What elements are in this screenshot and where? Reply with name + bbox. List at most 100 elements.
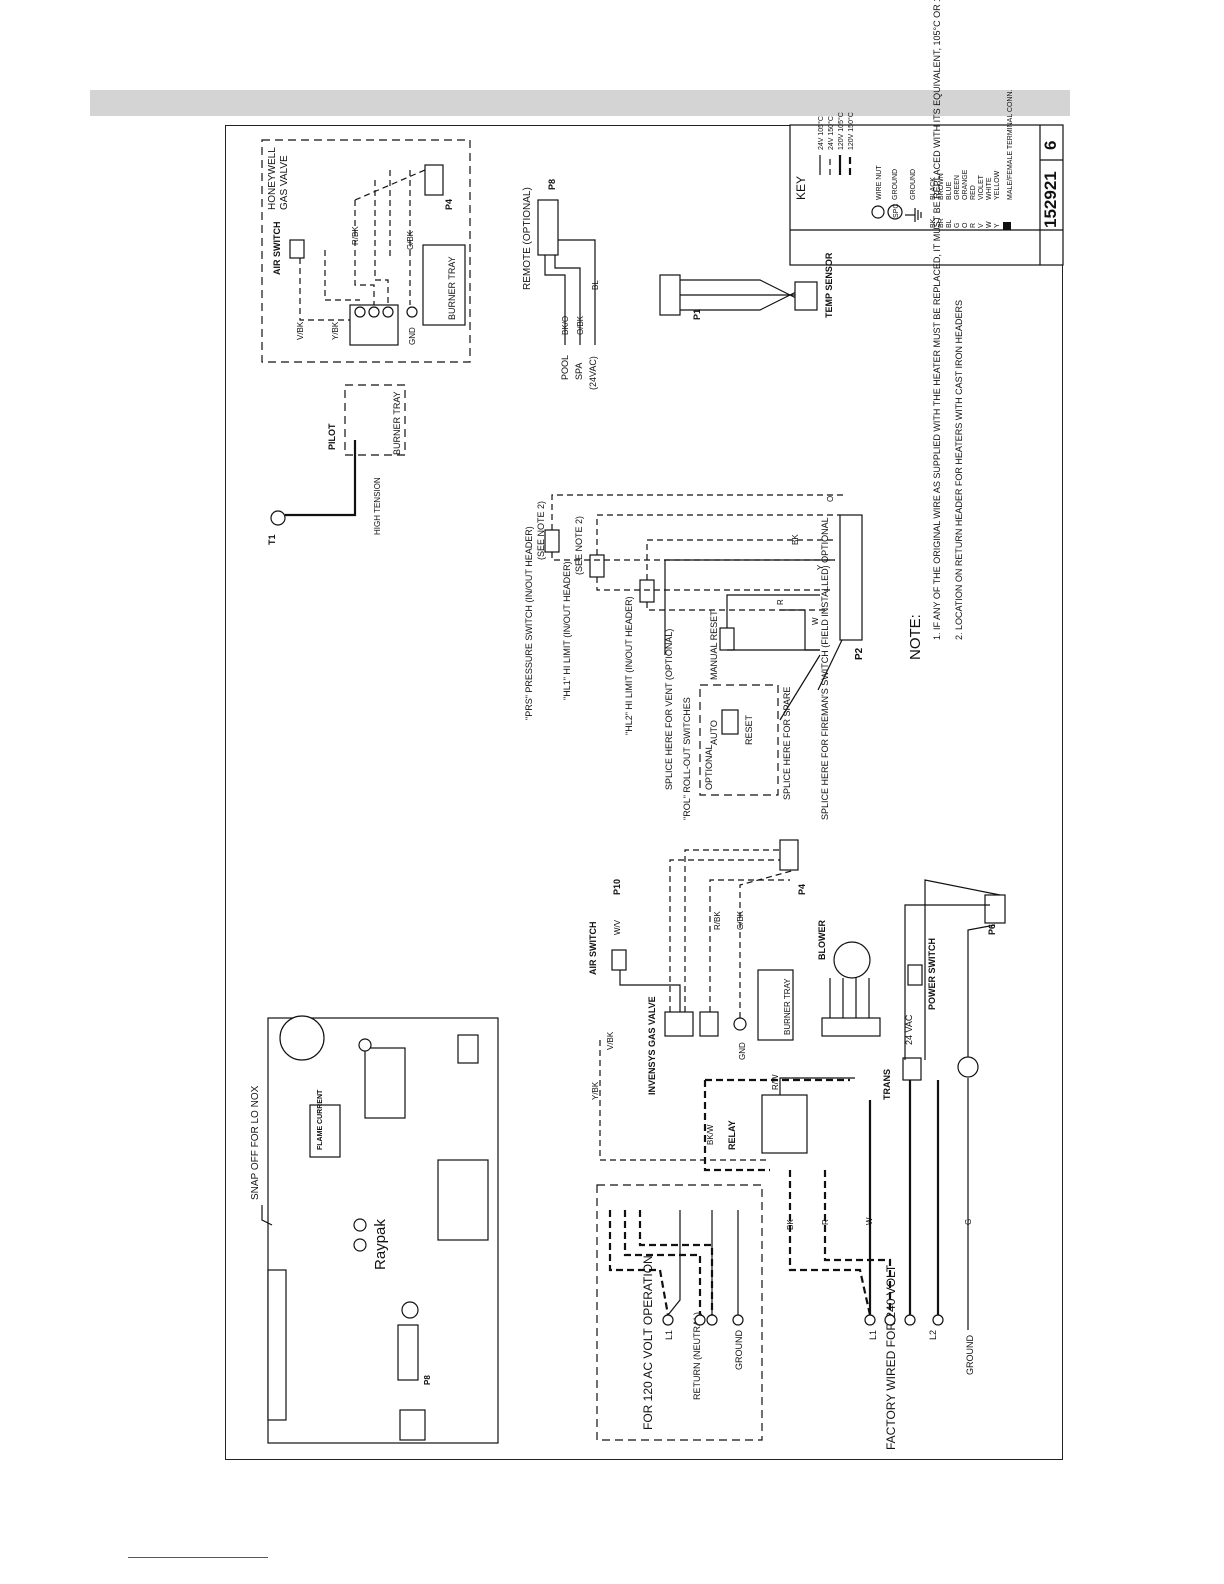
- invensys-label: INVENSYS GAS VALVE: [647, 996, 657, 1095]
- terminal-label: MALE/FEMALE TERMINAL CONN.: [1007, 89, 1014, 200]
- air-switch-mid-label: AIR SWITCH: [588, 922, 598, 976]
- board-transformer: [364, 1047, 406, 1119]
- high-tension-label: HIGH TENSION: [373, 477, 382, 535]
- l2-240: L2: [928, 1330, 938, 1340]
- raypak-logo: Raypak: [372, 1219, 389, 1270]
- pool-label: POOL: [560, 355, 570, 380]
- wire-nut-icon: [871, 205, 885, 219]
- snap-off-label: SNAP OFF FOR LO NOX: [250, 1085, 261, 1200]
- rol-label: "ROL" ROLL-OUT SWITCHES: [682, 697, 692, 820]
- relay: [761, 1094, 808, 1154]
- 120v-box: [596, 1184, 763, 1441]
- key-title: KEY: [794, 176, 808, 200]
- honeywell-title: HONEYWELL: [267, 147, 278, 210]
- color-name-v: VIOLET: [978, 174, 985, 200]
- wire-g-240: G: [964, 1219, 973, 1225]
- rol-auto: AUTO: [709, 720, 719, 745]
- transformer: [902, 1057, 922, 1081]
- wire-r-p2: R: [776, 599, 785, 605]
- p6-connector: [984, 894, 1006, 924]
- pilot-section: PILOT BURNER TRAY T1 HIGH TENSION: [267, 384, 406, 545]
- p8-label: P8: [547, 179, 557, 190]
- note-1: 1. IF ANY OF THE ORIGINAL WIRE AS SUPPLI…: [932, 0, 942, 640]
- spa-label: SPA: [574, 363, 584, 380]
- wire-bk-p2: BK: [791, 534, 800, 545]
- wire-rbk-mid: R/BK: [713, 911, 722, 930]
- burner-tray-mid-label: BURNER TRAY: [783, 978, 792, 1035]
- gnd-top: GND: [408, 327, 417, 345]
- wire-obk: O/BK: [576, 315, 585, 335]
- color-code-br: BR: [938, 218, 945, 228]
- burner-tray-top-label: BURNER TRAY: [447, 256, 457, 320]
- wire-gbk-1: G/BK: [406, 230, 415, 250]
- color-name-bl: BLUE: [946, 181, 953, 200]
- color-code-o: O: [962, 222, 969, 228]
- wire-ybk-1: Y/BK: [331, 321, 340, 340]
- wire-type-2: 24V 150°C: [827, 116, 835, 150]
- air-switch-top: [289, 239, 305, 259]
- ground-240: GROUND: [965, 1335, 975, 1375]
- vac24-remote: (24VAC): [588, 356, 598, 390]
- wire-nut-label: WIRE NUT: [876, 165, 883, 200]
- hl1-label: "HL1" HI LIMIT (IN/OUT HEADER): [562, 561, 572, 700]
- temp-sensor-label: TEMP SENSOR: [824, 252, 834, 318]
- revision-number: 6: [1041, 141, 1060, 150]
- p8-board-label: P8: [423, 1375, 432, 1385]
- spc-ground-point: [957, 1056, 979, 1078]
- color-code-bl: BL: [946, 219, 953, 228]
- invensys-terminals-top: [664, 1011, 694, 1037]
- line-voltage-section: FOR 120 AC VOLT OPERATION L1 RETURN (NEU…: [596, 1078, 975, 1450]
- wire-y-p2: Y: [816, 564, 825, 570]
- wire-gbk-mid: G/BK: [736, 910, 745, 930]
- color-code-w: W: [986, 221, 993, 228]
- air-switch-mid: [611, 949, 627, 971]
- rol-switch: [721, 709, 739, 735]
- power-switch-label: POWER SWITCH: [927, 938, 937, 1010]
- pilot-label: PILOT: [327, 423, 337, 450]
- ground-icon: [905, 208, 922, 222]
- remote-label: REMOTE (OPTIONAL): [522, 187, 533, 290]
- honeywell-section: HONEYWELL GAS VALVE AIR SWITCH P4 BURNER…: [261, 139, 471, 363]
- see-note-prs: (SEE NOTE 2): [536, 501, 546, 560]
- splice-spare-label: SPLICE HERE FOR SPARE: [782, 687, 792, 800]
- p4-top-connector: [424, 164, 444, 196]
- color-name-y: YELLOW: [994, 170, 1001, 200]
- wire-wv: W/V: [613, 919, 622, 935]
- wire-vbk-mid: V/BK: [606, 1031, 615, 1050]
- p10-label: P10: [612, 879, 622, 895]
- blower-label: BLOWER: [817, 920, 827, 960]
- color-code-y: Y: [994, 223, 1001, 228]
- control-board: SNAP OFF FOR LO NOX FLAME CURRENT Raypak…: [250, 1015, 499, 1444]
- color-name-bk: BLACK: [930, 177, 937, 200]
- flame-current-box: [309, 1104, 341, 1158]
- p8-connector: [537, 199, 559, 256]
- wire-ybk-mid: Y/BK: [591, 1081, 600, 1100]
- wire-rbk-1: R/BK: [351, 226, 360, 245]
- wire-type-1: 24V 105°C: [817, 116, 825, 150]
- blower-connector: [821, 1017, 881, 1037]
- blower-fan-icon: [833, 941, 871, 979]
- l1-120: L1: [664, 1330, 674, 1340]
- prs-label: "PRS" PRESSURE SWITCH (IN/OUT HEADER): [524, 526, 534, 720]
- remote-section: REMOTE (OPTIONAL) P8 POOL SPA (24VAC) BK…: [522, 179, 600, 390]
- p2-board-header: [267, 1269, 287, 1421]
- board-knob: [279, 1015, 325, 1061]
- rol-optional: OPTIONAL: [704, 744, 714, 790]
- color-code-bk: BK: [930, 218, 937, 228]
- wire-w-240: W: [865, 1217, 874, 1225]
- wire-type-legend: 24V 105°C 24V 150°C 120V 105°C 120V 150°…: [817, 112, 855, 175]
- diagram-frame: [225, 125, 1063, 1460]
- header-band: [90, 90, 1070, 116]
- invensys-section: AIR SWITCH W/V P10 INVENSYS GAS VALVE GN…: [588, 839, 1006, 1172]
- p2-label: P2: [854, 647, 865, 660]
- gnd-mid: GND: [738, 1042, 747, 1060]
- wire-bl-remote: BL: [591, 280, 600, 290]
- color-code-r: R: [970, 223, 977, 228]
- rol-switch-box: [699, 684, 779, 796]
- invensys-terminals-d: [699, 1011, 719, 1037]
- temp-sensor-section: P1 TEMP SENSOR: [659, 252, 834, 320]
- burner-tray-mid: [757, 969, 794, 1041]
- for-120-label: FOR 120 AC VOLT OPERATION: [641, 1255, 655, 1430]
- hl2-switch: [639, 579, 655, 603]
- hl2-label: "HL2" HI LIMIT (IN/OUT HEADER): [624, 596, 634, 735]
